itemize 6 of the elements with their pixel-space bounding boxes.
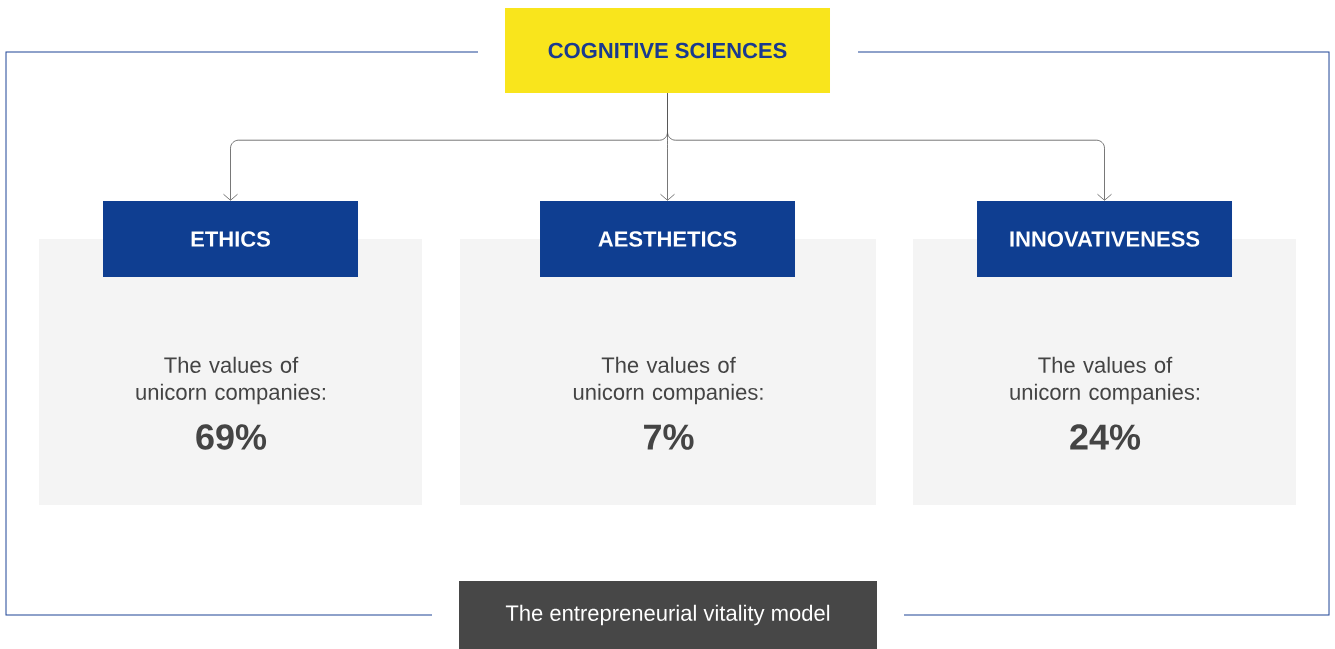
- arrow: [667, 92, 1112, 201]
- category-box: INNOVATIVENESS: [977, 201, 1232, 277]
- model-label-box: The entrepreneurial vitality model: [459, 581, 877, 649]
- category-box: AESTHETICS: [540, 201, 795, 277]
- category-box: ETHICS: [103, 201, 358, 277]
- title-box: COGNITIVE SCIENCES: [505, 8, 830, 93]
